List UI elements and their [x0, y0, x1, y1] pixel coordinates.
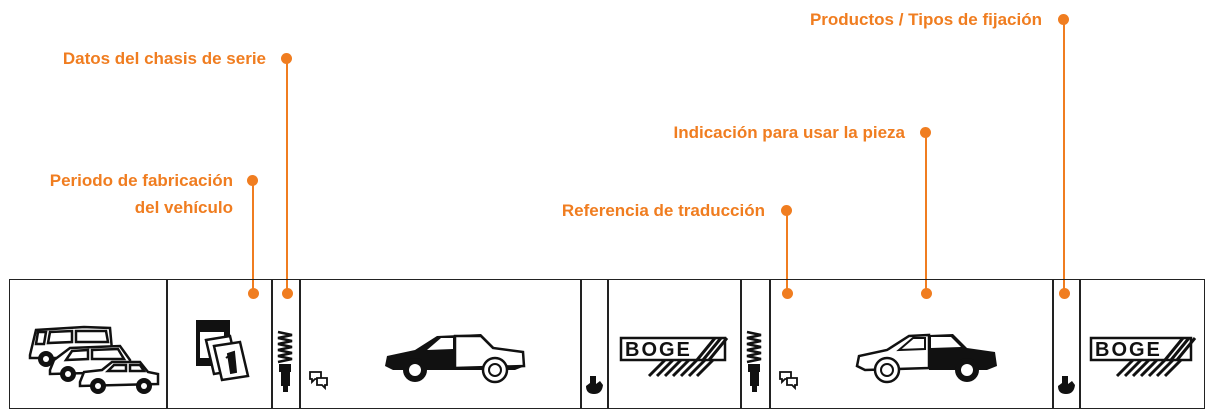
- cell-divider: [1052, 280, 1054, 408]
- car-rear-highlighted-icon: [855, 333, 997, 384]
- svg-text:BOGE: BOGE: [625, 339, 692, 361]
- leader-line-datos: [286, 59, 288, 292]
- cell-car-rear: [771, 280, 1051, 408]
- cell-shock-absorber-2: [742, 280, 768, 408]
- cell-dot-referencia: [782, 288, 793, 299]
- shock-absorber-icon: [277, 330, 293, 392]
- cell-divider: [166, 280, 168, 408]
- cell-car-front: [301, 280, 579, 408]
- cell-boge-1: BOGE: [609, 280, 739, 408]
- translation-bubble-icon: [309, 371, 328, 391]
- callout-indicacion: Indicación para usar la pieza: [673, 123, 905, 142]
- calendar-icon: [196, 320, 250, 382]
- cell-divider: [271, 280, 273, 408]
- cell-dot-productos: [1059, 288, 1070, 299]
- cell-dot-periodo: [248, 288, 259, 299]
- car-front-highlighted-icon: [385, 334, 526, 384]
- cell-dot-indicacion: [921, 288, 932, 299]
- callout-referencia: Referencia de traducción: [561, 201, 765, 220]
- boge-logo: BOGE: [1089, 336, 1197, 378]
- svg-text:BOGE: BOGE: [1095, 339, 1162, 361]
- cell-divider: [740, 280, 742, 408]
- translation-bubble-icon: [779, 371, 798, 391]
- shock-absorber-icon: [746, 330, 762, 392]
- cell-boge-2: BOGE: [1081, 280, 1203, 408]
- leader-line-periodo: [252, 181, 254, 292]
- callout-dot-periodo: [247, 175, 258, 186]
- callout-dot-referencia: [781, 205, 792, 216]
- vehicles-group-icon: [28, 325, 160, 394]
- callout-datos-chasis: Datos del chasis de serie: [62, 49, 266, 68]
- cell-shock-absorber: [273, 280, 298, 408]
- callout-productos: Productos / Tipos de fijación: [809, 10, 1042, 29]
- vehicle-data-strip: BOGE: [9, 279, 1205, 409]
- callout-dot-datos: [281, 53, 292, 64]
- cell-dot-datos: [282, 288, 293, 299]
- callout-periodo-line2: del vehículo: [134, 198, 233, 217]
- callout-periodo-line1: Periodo de fabricación: [49, 171, 233, 190]
- leader-line-productos: [1063, 20, 1065, 292]
- fixing-type-icon: [586, 376, 603, 394]
- fixing-type-icon: [1058, 376, 1075, 394]
- cell-divider: [607, 280, 609, 408]
- cell-calendar: [168, 280, 270, 408]
- leader-line-referencia: [786, 211, 788, 292]
- boge-logo: BOGE: [619, 336, 729, 378]
- cell-divider: [580, 280, 582, 408]
- callout-dot-productos-top: [1058, 14, 1069, 25]
- cell-vehicles: [24, 280, 164, 408]
- callout-dot-indicacion: [920, 127, 931, 138]
- cell-fixing-1: [582, 280, 606, 408]
- cell-divider: [769, 280, 771, 408]
- cell-divider: [1079, 280, 1081, 408]
- leader-line-indicacion: [925, 133, 927, 292]
- callout-periodo-fabricacion: Periodo de fabricación del vehículo: [0, 167, 233, 221]
- cell-divider: [299, 280, 301, 408]
- cell-fixing-2: [1054, 280, 1078, 408]
